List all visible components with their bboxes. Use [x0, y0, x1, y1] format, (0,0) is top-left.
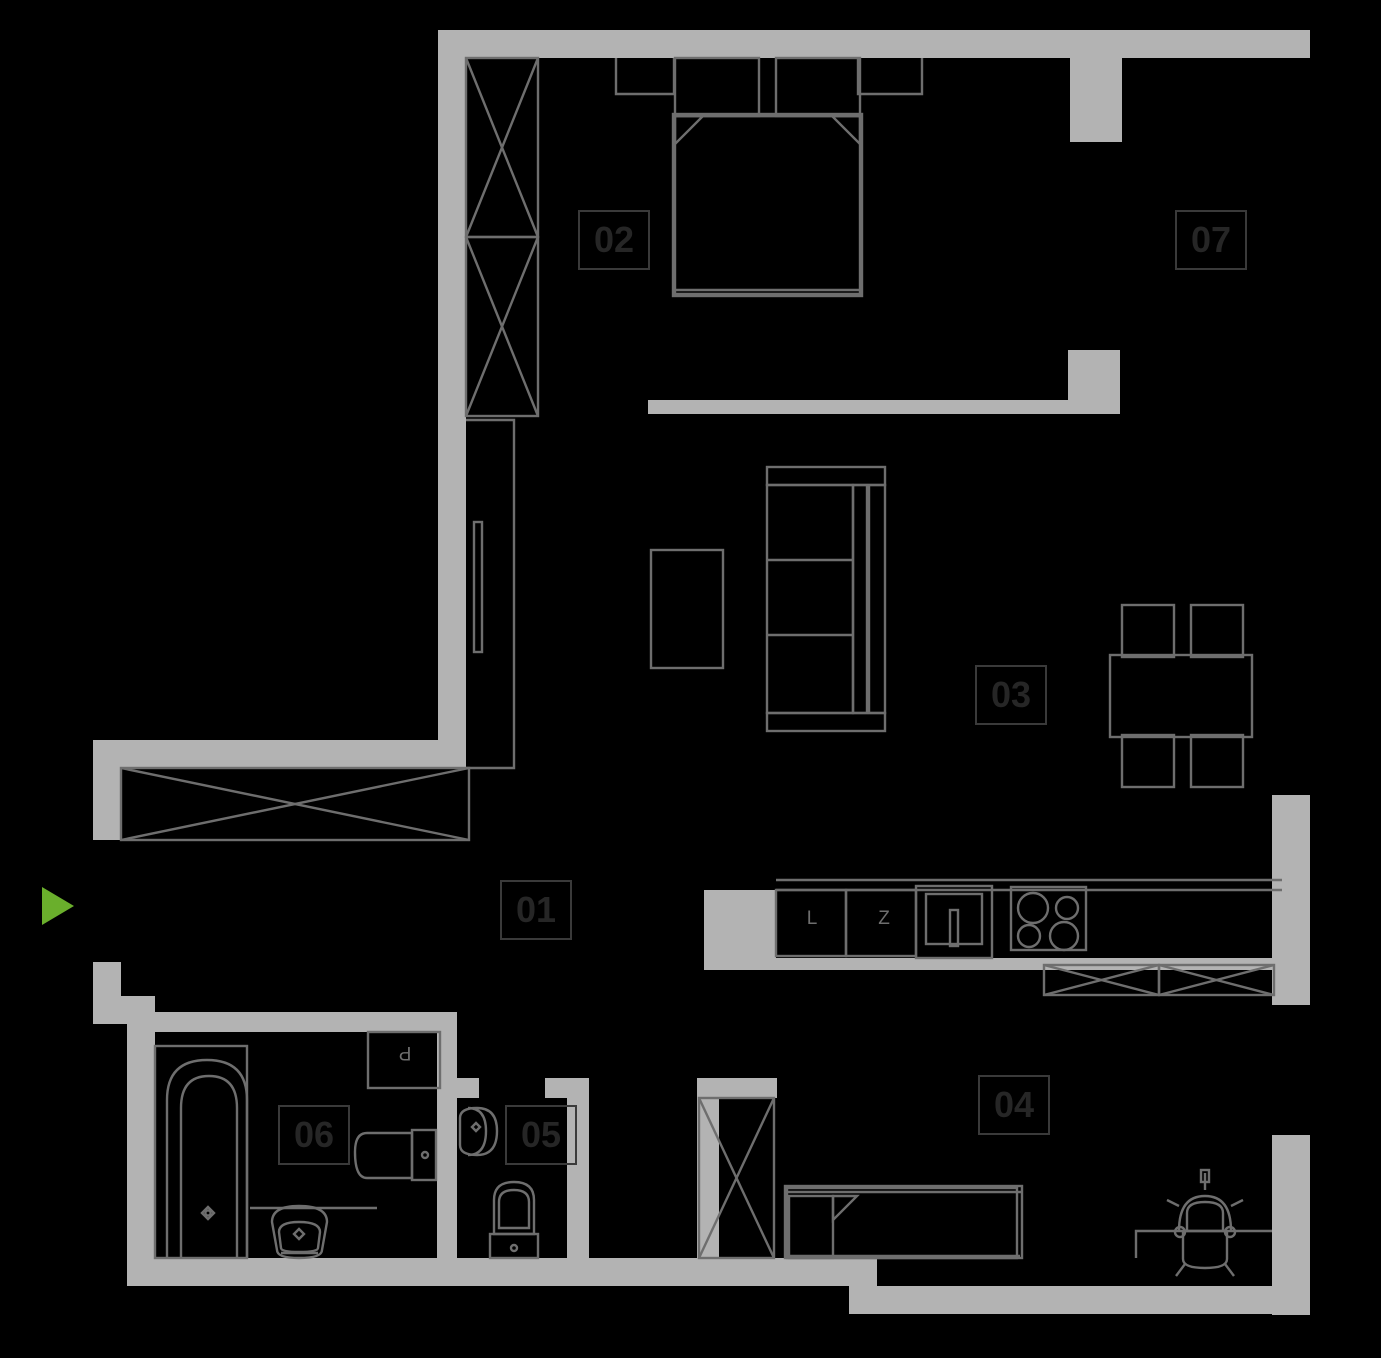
- wall-bottom-main: [127, 1258, 849, 1286]
- kitchen-faucet: [948, 908, 960, 948]
- wall-bedroom-left: [438, 30, 466, 416]
- wardrobe-hall-storage: [119, 766, 471, 842]
- room-label-03[interactable]: 03: [975, 665, 1047, 725]
- wall-kitchen-counter-base: [704, 958, 1282, 970]
- kitchen-counter: [774, 878, 1282, 960]
- bathtub-drain: [200, 1205, 216, 1221]
- bed-single: [783, 1184, 1024, 1260]
- wall-right-kitchen: [1272, 795, 1310, 1005]
- wall-right-bedroom04: [1272, 1135, 1310, 1315]
- bed-double: [614, 56, 924, 298]
- wc-toilet: [488, 1180, 540, 1260]
- room-label-01[interactable]: 01: [500, 880, 572, 940]
- dining-set: [1108, 603, 1254, 789]
- wall-bedroom04-left-cap: [697, 1078, 777, 1098]
- wall-bathroom-left: [127, 1012, 155, 1280]
- wall-bathroom-right-upper: [349, 1012, 449, 1032]
- appliance-code-labels: L Z P: [399, 908, 891, 1063]
- wall-kitchen-counter-left: [704, 890, 776, 970]
- wall-bathroom-top: [127, 1012, 349, 1032]
- kitchen-sink-basin: [924, 892, 984, 946]
- wall-wc-right-cap: [545, 1078, 567, 1098]
- dining-chair-br: [1189, 733, 1245, 789]
- wall-bottom-right: [849, 1286, 1310, 1314]
- room-label-07[interactable]: 07: [1175, 210, 1247, 270]
- wall-wc-left-cap: [457, 1078, 479, 1098]
- wardrobe-bedroom: [464, 56, 540, 418]
- wall-hall-left-upper: [438, 416, 466, 766]
- wall-bottom-right-riser: [849, 1258, 877, 1314]
- dining-table: [1108, 653, 1254, 739]
- bathtub: [153, 1044, 249, 1260]
- room-label-02[interactable]: 02: [578, 210, 650, 270]
- appliance-label-P: P: [399, 1042, 412, 1063]
- washbasin-round: [250, 1204, 377, 1260]
- room-label-06[interactable]: 06: [278, 1105, 350, 1165]
- furniture-group: [119, 56, 1282, 1277]
- wall-wc-right: [567, 1078, 589, 1258]
- wall-hall-bottom-left: [93, 740, 466, 768]
- wardrobe-bedroom-second: [697, 1096, 776, 1260]
- entry-arrow-icon: [42, 887, 74, 925]
- room-label-05[interactable]: 05: [505, 1105, 577, 1165]
- under-counter-cabinet: [1042, 963, 1276, 997]
- washing-machine-bathroom: [366, 1030, 442, 1090]
- appliance-label-L: L: [807, 908, 818, 929]
- washbasin-small: [458, 1106, 499, 1157]
- dining-chair-bl: [1120, 733, 1176, 789]
- wall-wc-left: [437, 1078, 457, 1258]
- coffee-table: [649, 548, 725, 670]
- bed-single-pillow: [787, 1194, 835, 1260]
- dining-chair-tr: [1189, 603, 1245, 659]
- wall-left-stub-upper: [93, 740, 121, 840]
- wall-bedroom04-left: [697, 1078, 719, 1258]
- wall-top-right-step: [1070, 58, 1122, 142]
- wall-partition-bedroom-living: [648, 400, 1100, 414]
- office-chair: [1166, 1168, 1244, 1277]
- room-label-04[interactable]: 04: [978, 1075, 1050, 1135]
- desk: [1134, 1229, 1272, 1258]
- walls-group: [93, 30, 1310, 1315]
- cooktop-four-burner: [1009, 885, 1088, 952]
- kitchen-sink-module: [914, 884, 994, 960]
- wall-top: [438, 30, 1310, 58]
- sofa-three-seat: [765, 465, 887, 733]
- appliance-label-Z: Z: [878, 908, 890, 929]
- wall-partition-jog: [1068, 350, 1120, 414]
- dining-chair-tl: [1120, 603, 1176, 659]
- wardrobe-hall: [466, 418, 516, 770]
- toilet-bathroom: [353, 1128, 438, 1182]
